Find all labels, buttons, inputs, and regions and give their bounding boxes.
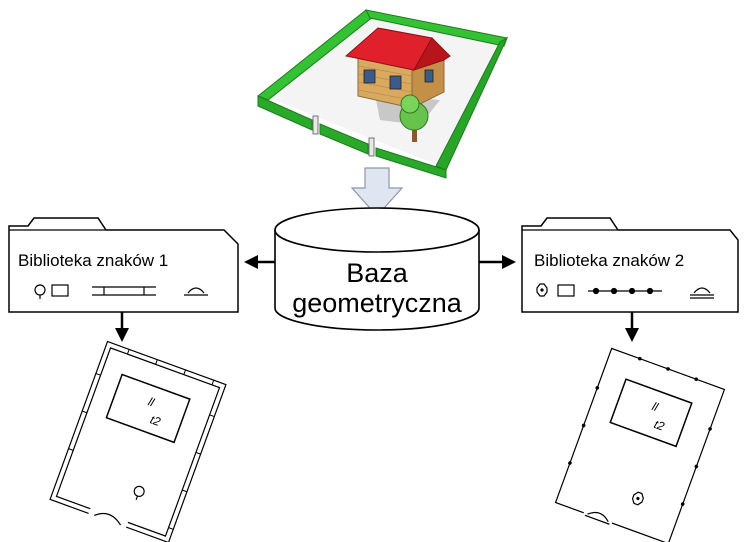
plan-2-building	[609, 378, 693, 448]
library-1-symbols	[34, 284, 208, 299]
plan-2: ll t2	[554, 347, 726, 542]
fence-symbol-icon	[588, 287, 662, 295]
arrow-to-plan-2	[625, 312, 639, 342]
library-1-title: Biblioteka znaków 1	[18, 251, 168, 270]
plan-2-parcel	[554, 347, 726, 542]
tree-symbol-icon	[34, 284, 46, 299]
arrow-to-library-2	[479, 255, 516, 269]
gate-symbol-icon	[690, 287, 714, 299]
library-2-title: Biblioteka znaków 2	[534, 251, 684, 270]
gate-symbol-icon	[184, 287, 208, 296]
arrow-to-library-1	[244, 255, 275, 269]
library-2-symbols	[536, 283, 714, 299]
plan-2-fence-posts	[568, 356, 712, 506]
building-symbol-icon	[557, 284, 575, 297]
database-label-line1: Baza	[346, 258, 409, 288]
plan-1-building	[105, 373, 191, 444]
plan-1-fence-ticks	[68, 349, 215, 530]
tree-symbol-icon	[536, 283, 548, 297]
plan-2-gate-icon	[587, 511, 609, 522]
plan-1-gate-icon	[94, 512, 122, 526]
plan-1: ll t2	[49, 340, 227, 542]
plan-1-tree-icon	[133, 485, 145, 501]
plan-2-label-bottom: t2	[652, 417, 666, 434]
plan-2-label-top: ll	[650, 399, 660, 414]
arrow-to-plan-1	[115, 312, 129, 342]
house	[344, 27, 451, 109]
hedge-fence	[257, 9, 509, 179]
plan-1-label-top: ll	[146, 395, 156, 410]
house-scene	[257, 9, 509, 179]
library-2-folder	[521, 217, 739, 313]
database-label-line2: geometryczna	[292, 288, 463, 318]
plan-2-tree-icon	[631, 491, 644, 506]
database-cylinder	[274, 207, 480, 331]
plan-1-parcel-inner	[55, 347, 221, 537]
library-1-folder	[8, 217, 239, 313]
building-symbol-icon	[51, 284, 69, 297]
tree	[399, 94, 429, 142]
import-arrow	[350, 167, 404, 217]
plan-1-label-bottom: t2	[148, 412, 162, 429]
fence-symbol-icon	[92, 286, 156, 296]
